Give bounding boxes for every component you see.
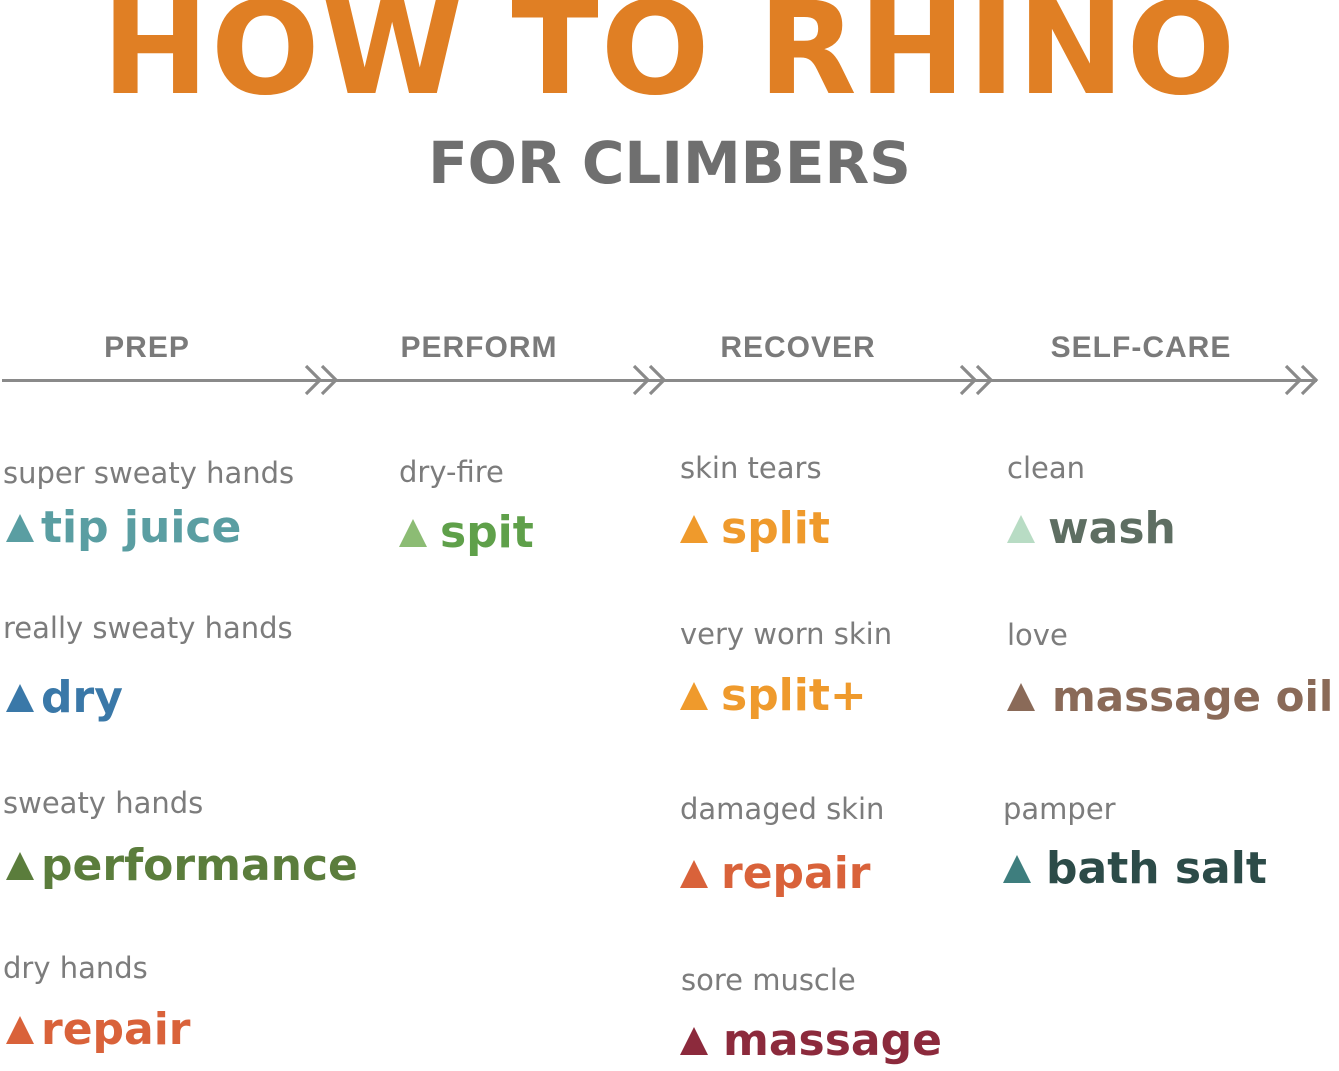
triangle-icon	[680, 1026, 708, 1055]
product-item-repair: repair	[5, 1004, 191, 1055]
need-label: damaged skin	[680, 792, 885, 826]
double-chevron-right-icon	[632, 364, 667, 396]
product-item-tip-juice: tip juice	[5, 502, 241, 553]
need-label: skin tears	[680, 451, 822, 485]
stage-label-recover: RECOVER	[720, 331, 876, 364]
product-item-bath-salt: bath salt	[1002, 843, 1267, 894]
product-name: tip juice	[41, 502, 242, 553]
product-name: split	[721, 503, 830, 554]
product-name: massage oil	[1052, 672, 1334, 721]
stage-label-perform: PERFORM	[400, 331, 558, 364]
triangle-icon	[680, 859, 708, 888]
triangle-icon	[1007, 514, 1035, 543]
need-label: clean	[1007, 451, 1085, 485]
product-name: spit	[440, 507, 534, 558]
double-chevron-right-icon	[1284, 364, 1319, 396]
product-name: performance	[41, 840, 358, 891]
need-label: sweaty hands	[3, 786, 204, 820]
need-label: very worn skin	[680, 617, 893, 651]
triangle-icon	[6, 1015, 34, 1044]
need-label: pamper	[1003, 792, 1116, 826]
product-item-spit: spit	[398, 507, 534, 558]
product-name: repair	[41, 1004, 191, 1055]
need-label: super sweaty hands	[3, 456, 295, 490]
product-name: wash	[1048, 503, 1176, 554]
need-label: dry-fire	[399, 455, 504, 489]
product-name: repair	[721, 848, 871, 899]
product-item-performance: performance	[5, 840, 358, 891]
triangle-icon	[680, 681, 708, 710]
product-item-wash: wash	[1006, 503, 1176, 554]
product-name: dry	[41, 672, 123, 723]
need-label: really sweaty hands	[3, 611, 293, 645]
need-label: dry hands	[3, 951, 148, 985]
product-item-split: split	[679, 503, 830, 554]
triangle-icon	[1007, 682, 1035, 711]
product-item-massage: massage	[679, 1015, 942, 1066]
need-label: sore muscle	[681, 963, 856, 997]
need-label: love	[1007, 618, 1068, 652]
product-item-massage-oil: massage oil	[1006, 672, 1333, 721]
triangle-icon	[1003, 854, 1031, 883]
stage-timeline: PREP PERFORM RECOVER SELF-CARE	[0, 325, 1339, 405]
product-name: bath salt	[1046, 843, 1267, 894]
product-item-repair: repair	[679, 848, 871, 899]
product-name: massage	[723, 1015, 942, 1066]
triangle-icon	[6, 851, 34, 880]
stage-label-prep: PREP	[104, 331, 190, 364]
triangle-icon	[6, 683, 34, 712]
double-chevron-right-icon	[304, 364, 339, 396]
triangle-icon	[399, 518, 427, 547]
triangle-icon	[6, 513, 34, 542]
stage-label-self-care: SELF-CARE	[1050, 331, 1232, 364]
page-subtitle: FOR CLIMBERS	[428, 129, 911, 197]
product-item-dry: dry	[5, 672, 123, 723]
page-title: HOW TO RHINO	[101, 0, 1238, 124]
triangle-icon	[680, 514, 708, 543]
product-name: split+	[721, 670, 867, 721]
timeline-line	[2, 379, 1317, 382]
product-item-split-plus: split+	[679, 670, 867, 721]
double-chevron-right-icon	[959, 364, 994, 396]
